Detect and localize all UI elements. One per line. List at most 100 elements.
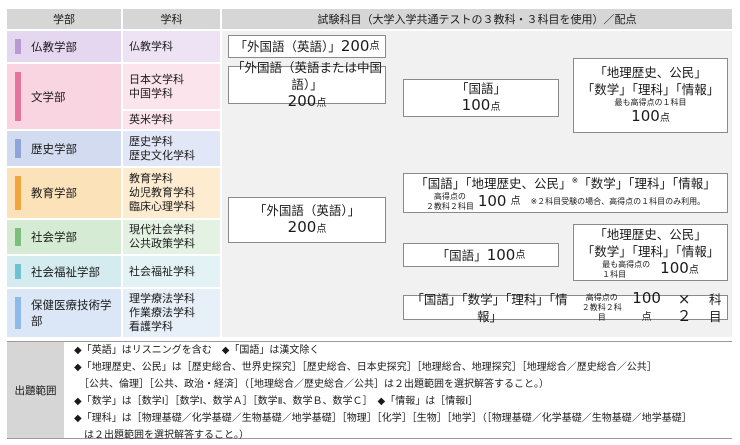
- color-marker: [15, 176, 21, 210]
- unit: 科目: [708, 291, 722, 324]
- note: ２教科２科目: [581, 302, 622, 322]
- asterisk: ※: [571, 175, 579, 185]
- subject-text: 「国語」: [436, 247, 487, 263]
- scope-notes: ◆「英語」はリスニングを含む ◆「国語」は漢文除く ◆「地理歴史、公民」は［歴史…: [74, 342, 730, 441]
- note-line: ◆「英語」はリスニングを含む ◆「国語」は漢文除く: [74, 345, 320, 356]
- subject-text: 「外国語（英語）」: [234, 39, 341, 54]
- faculty-name: 保健医療技術学部: [31, 298, 112, 328]
- color-marker: [15, 39, 21, 54]
- score: 100: [477, 192, 507, 210]
- color-marker: [15, 264, 21, 279]
- dept-name: 社会福祉学科: [129, 264, 195, 278]
- dept-name: 中国学科: [129, 86, 173, 100]
- color-marker: [15, 297, 21, 329]
- note-line: ［公共、倫理］［公共、政治・経済］（［地理総合／歴史総合／公共］は２出題範囲を選…: [74, 379, 549, 390]
- faculty-name: 社会福祉学部: [31, 264, 100, 279]
- score: 200: [340, 37, 370, 55]
- dept-name: 仏教学科: [129, 39, 173, 53]
- unit: 点: [515, 249, 526, 261]
- subject-text: 「外国語（英語）」: [253, 203, 361, 218]
- score: 100: [486, 245, 516, 264]
- note: 高得点の: [433, 191, 466, 201]
- faculty-history: 歴史学部: [7, 131, 121, 166]
- header-subjects: 試験科目（大学入学共通テストの３教科・３科目を使用）／配点: [222, 9, 732, 29]
- note-line: ◆「理科」は［物理基礎／化学基礎／生物基礎／地学基礎］［物理］［化学］［生物］［…: [74, 413, 692, 424]
- dept-name: 歴史学科: [129, 134, 173, 148]
- dept-education: 教育学科幼児教育学科臨床心理学科: [123, 168, 220, 218]
- color-marker: [15, 228, 21, 246]
- note: 最も高得点の１科目: [614, 98, 687, 107]
- unit: 点: [641, 311, 652, 323]
- footnote: ※２科目受験の場合、高得点の１科目のみ利用。: [530, 196, 706, 206]
- subject-text: 「数学」「理科」「情報」: [581, 82, 720, 97]
- subject-text: 「国語」「数学」「理科」「情報」: [411, 291, 568, 324]
- dept-name: 歴史文化学科: [129, 148, 195, 162]
- note-line: ◆「数学」は［数学Ⅰ］［数学Ⅰ、数学Ａ］［数学Ⅱ、数学Ｂ、数学Ｃ］ ◆「情報」は…: [74, 396, 479, 407]
- faculty-name: 仏教学部: [31, 39, 77, 54]
- dept-name: 理学療法学科: [129, 292, 195, 305]
- faculty-health: 保健医療技術学部: [7, 289, 121, 337]
- faculty-education: 教育学部: [7, 168, 121, 218]
- note-line: ◆「地理歴史、公民」は［歴史総合、世界史探究］［歴史総合、日本史探究］［地理総合…: [74, 362, 657, 373]
- score: 200: [287, 218, 317, 236]
- note: 高得点の: [585, 292, 618, 302]
- multiplier: × ２: [676, 289, 692, 325]
- dept-name: 教育学科: [129, 172, 173, 185]
- header-subjects-text: 試験科目（大学入学共通テストの３教科・３科目を使用）／配点: [317, 13, 637, 26]
- note: １科目: [602, 269, 627, 279]
- box-kokugo-upper: 「国語」 100点: [403, 79, 559, 117]
- faculty-name: 教育学部: [31, 186, 77, 200]
- dept-sociology: 現代社会学科公共政策学科: [123, 220, 220, 254]
- dept-name: 日本文学科: [129, 72, 184, 86]
- faculty-name: 社会学部: [31, 230, 77, 244]
- unit: 点: [510, 196, 521, 207]
- faculty-buddhism: 仏教学部: [7, 31, 121, 62]
- score: 100: [660, 259, 689, 277]
- dept-literature: 日本文学科中国学科: [123, 64, 220, 109]
- subject-text: 「数学」「理科」「情報」: [581, 243, 720, 259]
- unit: 点: [659, 113, 670, 124]
- dept-buddhism: 仏教学科: [123, 31, 220, 62]
- note: 最も高得点の: [602, 259, 651, 269]
- faculty-literature: 文学部: [7, 64, 121, 129]
- subject-text: 「地理歴史、公民」: [594, 65, 707, 80]
- subject-text: 「外国語（英語または中国語）」: [231, 59, 382, 92]
- color-marker: [15, 139, 21, 158]
- dept-name: 作業療法学科: [129, 306, 195, 319]
- scope-label: 出題範囲: [7, 342, 64, 438]
- dept-history: 歴史学科歴史文化学科: [123, 131, 220, 166]
- dept-welfare: 社会福祉学科: [123, 256, 220, 287]
- scope-section: [7, 341, 732, 439]
- dept-health: 理学療法学科作業療法学科看護学科: [123, 289, 220, 337]
- color-marker: [15, 72, 21, 121]
- box-foreign-literature: 「外国語（英語または中国語）」 200点: [228, 60, 386, 109]
- unit: 点: [688, 265, 699, 276]
- subject-text: 「国語」: [455, 81, 506, 96]
- box-choice-upper: 「地理歴史、公民」 「数学」「理科」「情報」 最も高得点の１科目 100点: [573, 58, 728, 133]
- score: 100: [461, 96, 491, 114]
- score: 100: [632, 288, 661, 307]
- dept-name: 臨床心理学科: [129, 200, 195, 213]
- unit: 点: [316, 224, 327, 235]
- unit: 点: [490, 102, 501, 113]
- score: 200: [287, 91, 317, 110]
- unit: 点: [369, 41, 380, 52]
- unit: 点: [316, 97, 327, 109]
- subject-text: 「地理歴史、公民」: [594, 226, 707, 242]
- subject-text: 「数学」「理科」「情報」: [578, 175, 716, 191]
- header-faculty: 学部: [7, 9, 121, 29]
- dept-name: 英米学科: [129, 113, 173, 126]
- dept-name: 現代社会学科: [129, 223, 195, 236]
- header-department-text: 学科: [160, 13, 183, 26]
- subject-text: 「国語」「地理歴史、公民」: [415, 175, 572, 191]
- dept-english: 英米学科: [123, 111, 220, 129]
- header-department: 学科: [123, 9, 220, 29]
- score: 100: [631, 107, 660, 125]
- faculty-sociology: 社会学部: [7, 220, 121, 254]
- note-line: は２出題範囲を選択解答すること。）: [74, 430, 249, 441]
- dept-name: 公共政策学科: [129, 237, 195, 250]
